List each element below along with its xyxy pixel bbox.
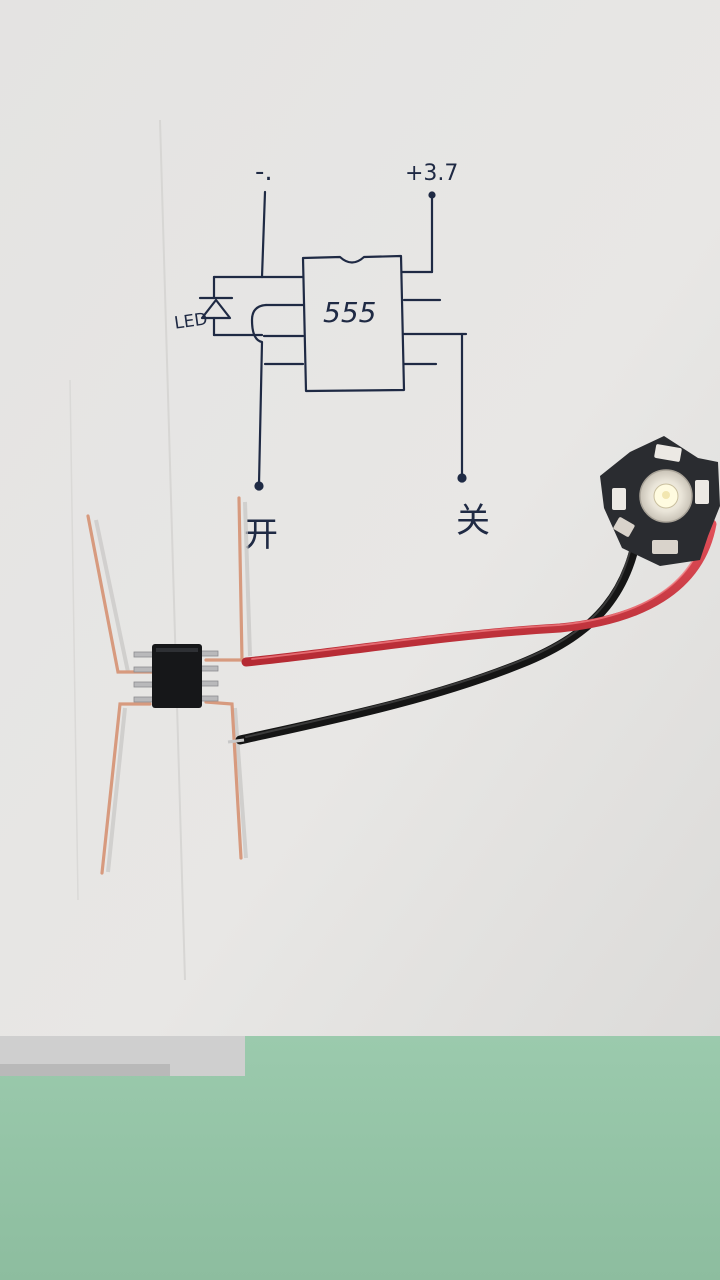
led-star-board <box>600 436 720 566</box>
positive-terminal <box>428 191 436 199</box>
chip-label: 555 <box>323 296 376 329</box>
off-terminal <box>457 473 467 483</box>
negative-label: -. <box>255 157 273 187</box>
on-switch-wire <box>250 303 268 486</box>
ic-pins <box>133 650 219 703</box>
ic-chip-highlight <box>156 648 198 652</box>
led-pad <box>613 517 635 537</box>
page-edge-line <box>0 1064 170 1076</box>
schematic-drawing <box>198 190 468 491</box>
led-pad <box>654 444 682 462</box>
positive-label: +3.7 <box>405 161 458 186</box>
copper-lead-bottom-right <box>204 700 243 860</box>
black-wire <box>235 515 645 745</box>
off-label: 关 <box>456 501 490 541</box>
paper-sheet <box>0 0 720 1036</box>
led-die <box>662 491 670 499</box>
chip-outline <box>301 254 406 393</box>
copper-lead-bottom-left <box>100 702 152 875</box>
lead-shadows <box>94 501 252 873</box>
on-label: 开 <box>244 515 278 555</box>
on-terminal <box>254 481 264 491</box>
led-label: LED <box>173 309 209 333</box>
led-pad <box>695 480 709 504</box>
led-pad <box>652 540 678 554</box>
red-wire-highlight <box>251 525 707 660</box>
ic-chip <box>152 644 202 708</box>
negative-wire <box>260 190 267 279</box>
led-symbol <box>198 296 234 320</box>
red-wire <box>241 519 717 667</box>
black-wire-highlight <box>245 521 637 738</box>
led-pad <box>612 488 626 510</box>
paper-fold <box>69 379 79 901</box>
black-wire-lead <box>227 738 245 744</box>
paper-fold <box>159 119 186 981</box>
